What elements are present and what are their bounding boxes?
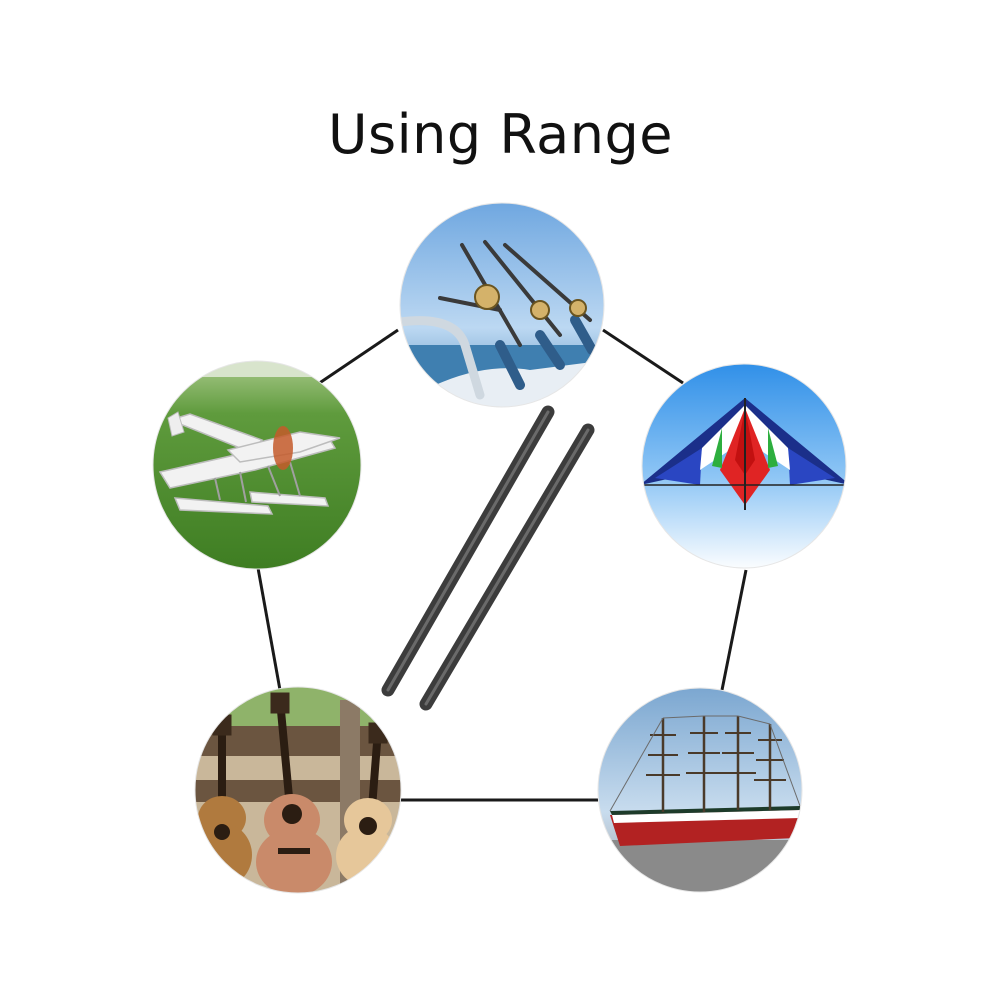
kite-icon — [642, 364, 846, 568]
connector-right-bottomright — [720, 569, 748, 691]
ukulele-icon — [195, 687, 401, 893]
connector-lines — [256, 328, 748, 802]
connector-left-bottomleft — [256, 567, 282, 691]
page-title: Using Range — [328, 103, 673, 166]
connector-left-top — [317, 328, 399, 386]
connector-top-right — [602, 328, 684, 385]
ukulele-body — [256, 794, 332, 893]
carbon-fiber-rods — [381, 405, 595, 711]
airplane-icon — [153, 361, 361, 569]
ukulele-body — [195, 796, 252, 887]
fishing-rod-icon — [400, 203, 604, 407]
